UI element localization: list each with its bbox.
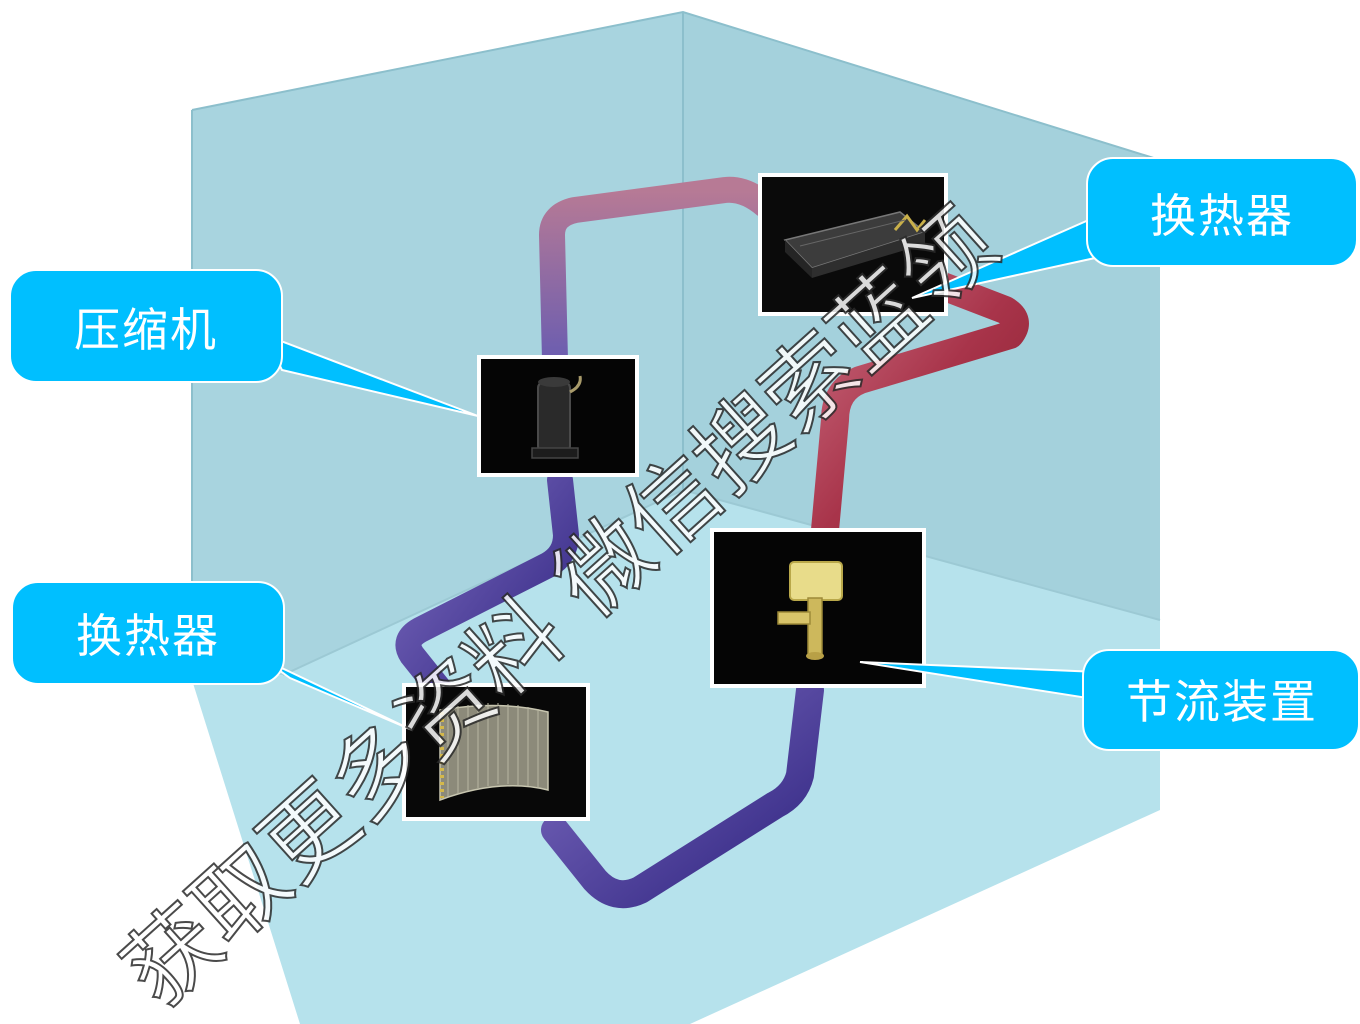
pipe-suction-lower [541,676,824,909]
floor-edge-left [282,489,684,676]
refrigerant-pipes [395,176,1029,909]
indoor-heat-exchanger-panel[interactable] [758,173,948,316]
outdoor-heat-exchanger-panel[interactable] [402,683,590,821]
expansion-valve-icon [777,561,843,660]
callout-label-throttle-device: 节流装置 [1126,675,1318,729]
callout-heat-exchanger-top: 换热器 [911,157,1358,299]
indoor-unit-icon [783,211,927,278]
callout-bubble [9,269,283,383]
condenser-coil-icon [439,703,549,802]
pipe-liquid [811,271,1029,544]
callout-heat-exchanger-bottom: 换热器 [11,581,413,731]
callout-throttle-device: 节流装置 [859,649,1360,751]
compressor-icon [531,375,582,459]
callout-bubble [1086,157,1358,267]
callout-bubble [11,581,285,685]
callout-label-compressor: 压缩机 [74,303,218,357]
callout-label-heat-exchanger-bottom: 换热器 [76,609,220,663]
compressor-panel[interactable] [477,355,639,477]
callout-bubble [1082,649,1360,751]
callout-label-heat-exchanger-top: 换热器 [1150,189,1294,243]
pipe-discharge [539,176,778,373]
callout-compressor: 压缩机 [9,269,479,417]
throttle-device-panel[interactable] [710,528,926,688]
pipe-suction-upper [395,467,579,703]
